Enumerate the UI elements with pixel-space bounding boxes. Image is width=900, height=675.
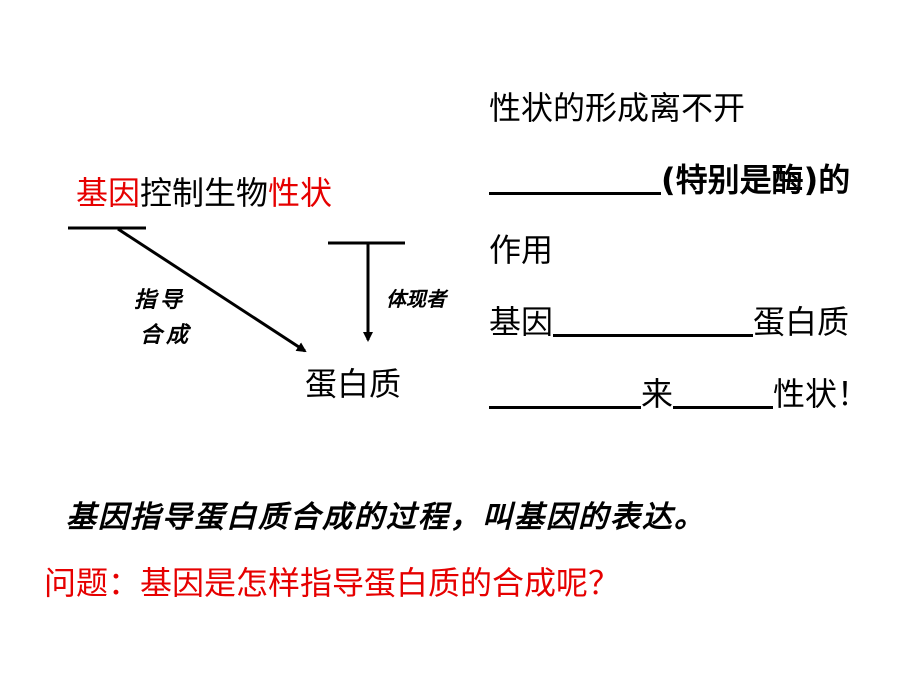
right-line-4-suffix: 蛋白质 (753, 303, 850, 341)
gene-expression-sentence: 基因指导蛋白质合成的过程，叫基因的表达。 (66, 500, 706, 535)
right-line-4: 基因 蛋白质 (489, 302, 849, 342)
protein-node: 蛋白质 (305, 365, 402, 403)
gene-controls-trait-title: 基因控制生物性状 (76, 173, 332, 213)
blank-3 (489, 376, 641, 409)
right-line-4-prefix: 基因 (489, 303, 554, 341)
right-line-3: 作用 (489, 231, 554, 269)
right-line-1: 性状的形成离不开 (489, 89, 746, 127)
label-synthesize: 合成 (140, 322, 193, 348)
title-controls-organism: 控制生物 (140, 174, 269, 212)
blank-4 (673, 376, 774, 409)
title-gene: 基因 (76, 174, 141, 212)
right-line-5-suffix: 性状！ (773, 375, 870, 413)
right-line-5: 来 性状！ (489, 374, 869, 414)
label-guide: 指导 (134, 287, 187, 313)
label-embodiment: 体现者 (386, 287, 446, 311)
right-line-5-middle: 来 (641, 375, 674, 413)
right-line-2-suffix: (特别是酶)的 (661, 161, 851, 199)
right-line-2: (特别是酶)的 (489, 160, 850, 200)
question-text: 问题：基因是怎样指导蛋白质的合成呢？ (44, 564, 621, 602)
blank-1 (489, 162, 661, 195)
guide-synthesis-arrow (117, 227, 307, 353)
blank-2 (553, 304, 754, 337)
title-trait: 性状 (268, 174, 333, 212)
